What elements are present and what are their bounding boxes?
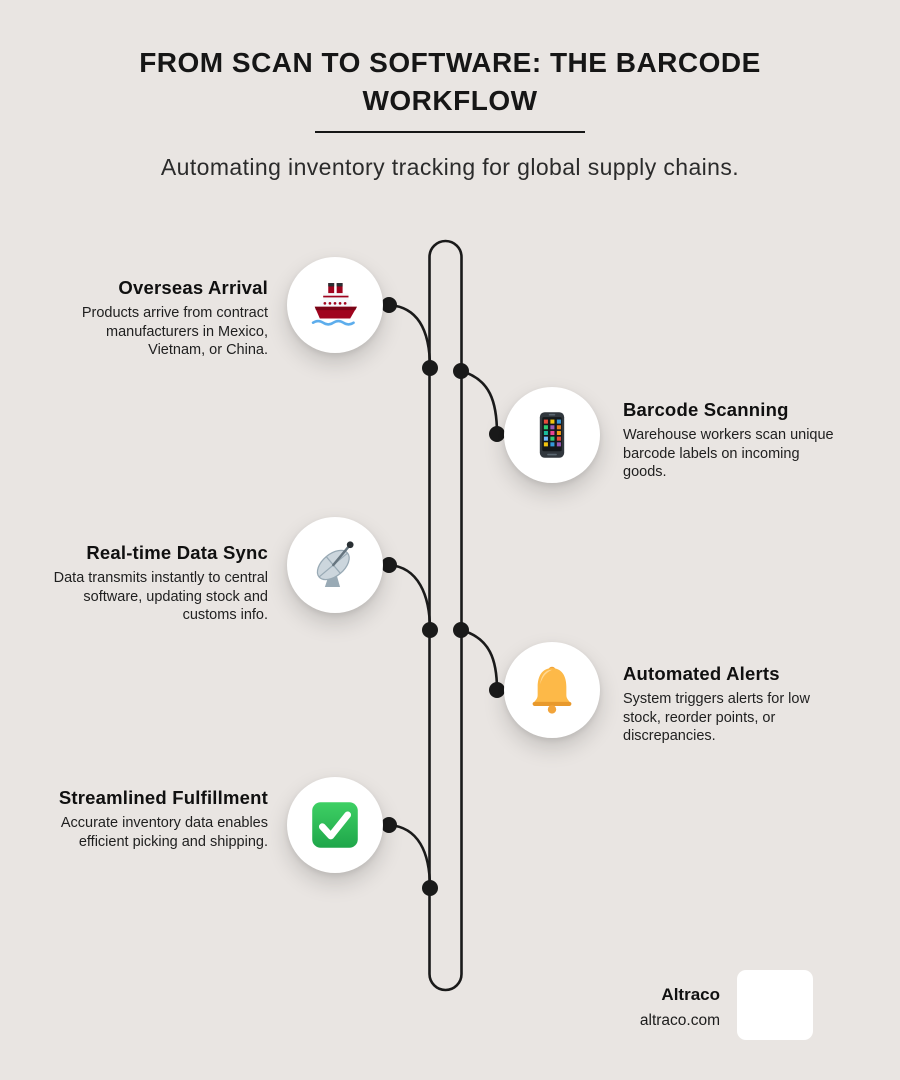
step-icon-badge: [504, 642, 600, 738]
step-description: System triggers alerts for low stock, re…: [623, 691, 810, 745]
step-automated-alerts: Automated Alerts System triggers alerts …: [623, 662, 838, 746]
mobile-phone-icon: [539, 412, 565, 458]
step-icon-badge: [504, 387, 600, 483]
step-icon-badge: [287, 777, 383, 873]
page-subtitle: Automating inventory tracking for global…: [160, 154, 740, 180]
step-icon-badge: [287, 517, 383, 613]
ship-icon: [311, 283, 357, 326]
step-description: Warehouse workers scan unique barcode la…: [623, 427, 834, 481]
step-title: Real-time Data Sync: [86, 542, 268, 563]
step-streamlined-fulfillment: Streamlined Fulfillment Accurate invento…: [53, 786, 268, 851]
step-icon-badge: [287, 257, 383, 353]
title-underline: [315, 131, 585, 133]
step-description: Accurate inventory data enables efficien…: [60, 815, 268, 850]
brand-website: altraco.com: [639, 1012, 720, 1029]
satellite-dish-icon: [316, 541, 354, 587]
step-realtime-data-sync: Real-time Data Sync Data transmits insta…: [53, 541, 268, 625]
step-title: Overseas Arrival: [118, 277, 268, 298]
step-title: Barcode Scanning: [623, 399, 789, 420]
page-title: FROM SCAN TO SOFTWARE: THE BARCODE WORKF…: [139, 47, 761, 116]
step-overseas-arrival: Overseas Arrival Products arrive from co…: [53, 276, 268, 360]
step-description: Data transmits instantly to central soft…: [53, 570, 268, 624]
step-barcode-scanning: Barcode Scanning Warehouse workers scan …: [623, 398, 838, 482]
brand-logo: [737, 970, 813, 1040]
step-description: Products arrive from contract manufactur…: [81, 305, 268, 359]
bell-icon: [532, 666, 572, 714]
step-title: Streamlined Fulfillment: [58, 787, 268, 808]
step-title: Automated Alerts: [623, 663, 780, 684]
footer: Altraco altraco.com: [640, 985, 720, 1030]
check-mark-icon: [312, 802, 358, 848]
brand-name: Altraco: [661, 985, 720, 1004]
timeline-dots: [381, 297, 505, 896]
